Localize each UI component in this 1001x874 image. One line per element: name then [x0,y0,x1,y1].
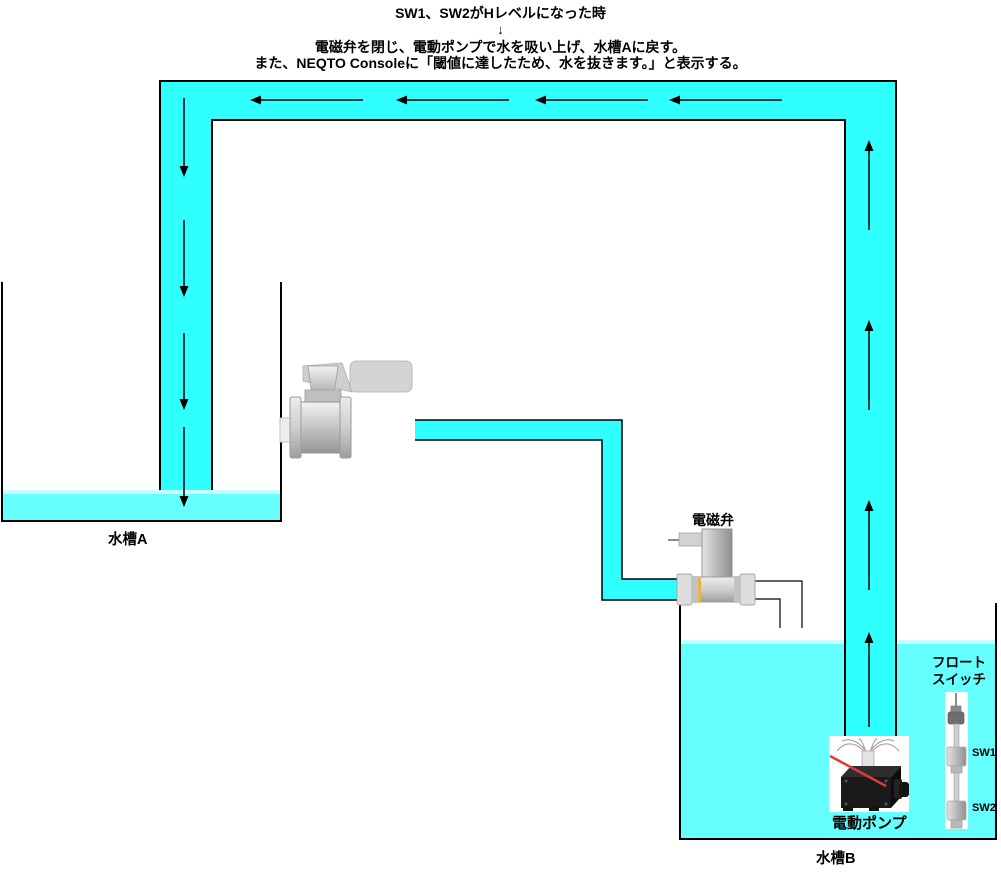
flow-arrow-left-icon [669,95,782,105]
solenoid-wire-1 [755,580,803,628]
float-sw1 [946,746,967,767]
flow-arrow-down-icon [179,98,189,177]
flow-arrow-left-icon [250,95,363,105]
float-switch-end-cap [950,819,963,829]
flow-arrow-up-icon [864,320,874,410]
pump-body-front [841,777,891,808]
ball-valve [279,349,415,461]
float-switch [945,692,968,829]
pump-laser-line [829,754,887,788]
solenoid-fitting-left [676,573,693,606]
electric-pump-label: 電動ポンプ [832,815,907,832]
tank-b-water-surface [681,640,995,644]
annotation-block: SW1、SW2がHレベルになった時 ↓ 電磁弁を閉じ、電動ポンプで水を吸い上げ、… [0,5,1001,71]
tank-a-water [3,490,280,521]
pump-screw [844,802,848,806]
flow-arrow-up-icon [864,632,874,727]
solenoid-ring-right [734,576,740,603]
ball-valve-flange-left [289,396,302,459]
tank-a-label: 水槽A [108,532,148,548]
flow-arrow-left-icon [535,95,648,105]
pump-foot-left [843,806,853,811]
float-switch-plug [947,711,965,725]
annotation-condition: SW1、SW2がHレベルになった時 [395,5,606,21]
pipe-main-outer-edge [159,80,897,736]
solenoid-yellow-band [698,577,701,602]
electric-pump [829,736,909,812]
solenoid-fitting-right [739,573,756,606]
flow-arrow-down-icon [179,427,189,507]
solenoid-connector [678,532,704,547]
down-arrow-icon: ↓ [497,22,504,37]
ball-valve-handle [349,360,413,393]
float-sw2 [946,800,967,821]
float-switch-label-line2: スイッチ [932,671,986,687]
tank-a [1,282,282,522]
solenoid-ring-left [692,576,698,603]
flow-arrows-down [179,98,189,507]
pipe-drain-bottom-edge [347,439,678,601]
float-sw1-collar [950,765,963,774]
sw2-label: SW2 [972,802,996,814]
ball-valve-flange-right [339,396,352,459]
solenoid-wire-2 [755,598,781,628]
pipe-main-fill [160,81,896,736]
ball-valve-neck [304,389,342,404]
flow-arrows-up [864,140,874,727]
sw1-label: SW1 [972,747,996,759]
flow-arrow-left-icon [396,95,509,105]
annotation-action: 電磁弁を閉じ、電動ポンプで水を吸い上げ、水槽Aに戻す。 [314,39,687,55]
pump-screw [884,802,888,806]
pump-foot-right [869,806,879,811]
ball-valve-body [296,401,345,454]
pump-screw [884,779,888,783]
pipe-main-loop [159,80,897,736]
solenoid-valve [668,528,760,606]
flow-arrow-down-icon [179,220,189,297]
tank-b-outline [679,603,997,840]
pipe-drain-top-edge [347,419,678,580]
flow-arrow-down-icon [179,333,189,410]
flow-arrows-left [250,95,782,105]
solenoid-wires [755,580,803,628]
flow-arrow-up-icon [864,500,874,590]
pipe-main-inner-edge [211,119,846,736]
pump-screw [844,779,848,783]
tank-a-water-surface [3,490,280,494]
pump-nozzle [899,782,909,797]
annotation-console-message: また、NEQTO Consoleに「閾値に達したため、水を抜きます。」と表示する… [254,55,747,71]
solenoid-valve-label: 電磁弁 [692,512,734,528]
flow-arrow-up-icon [864,140,874,230]
tank-a-outline [1,282,282,522]
tank-b-label: 水槽B [816,851,856,867]
float-switch-label: フロート スイッチ [932,655,986,688]
solenoid-coil [701,528,733,579]
float-switch-label-line1: フロート [932,655,986,670]
